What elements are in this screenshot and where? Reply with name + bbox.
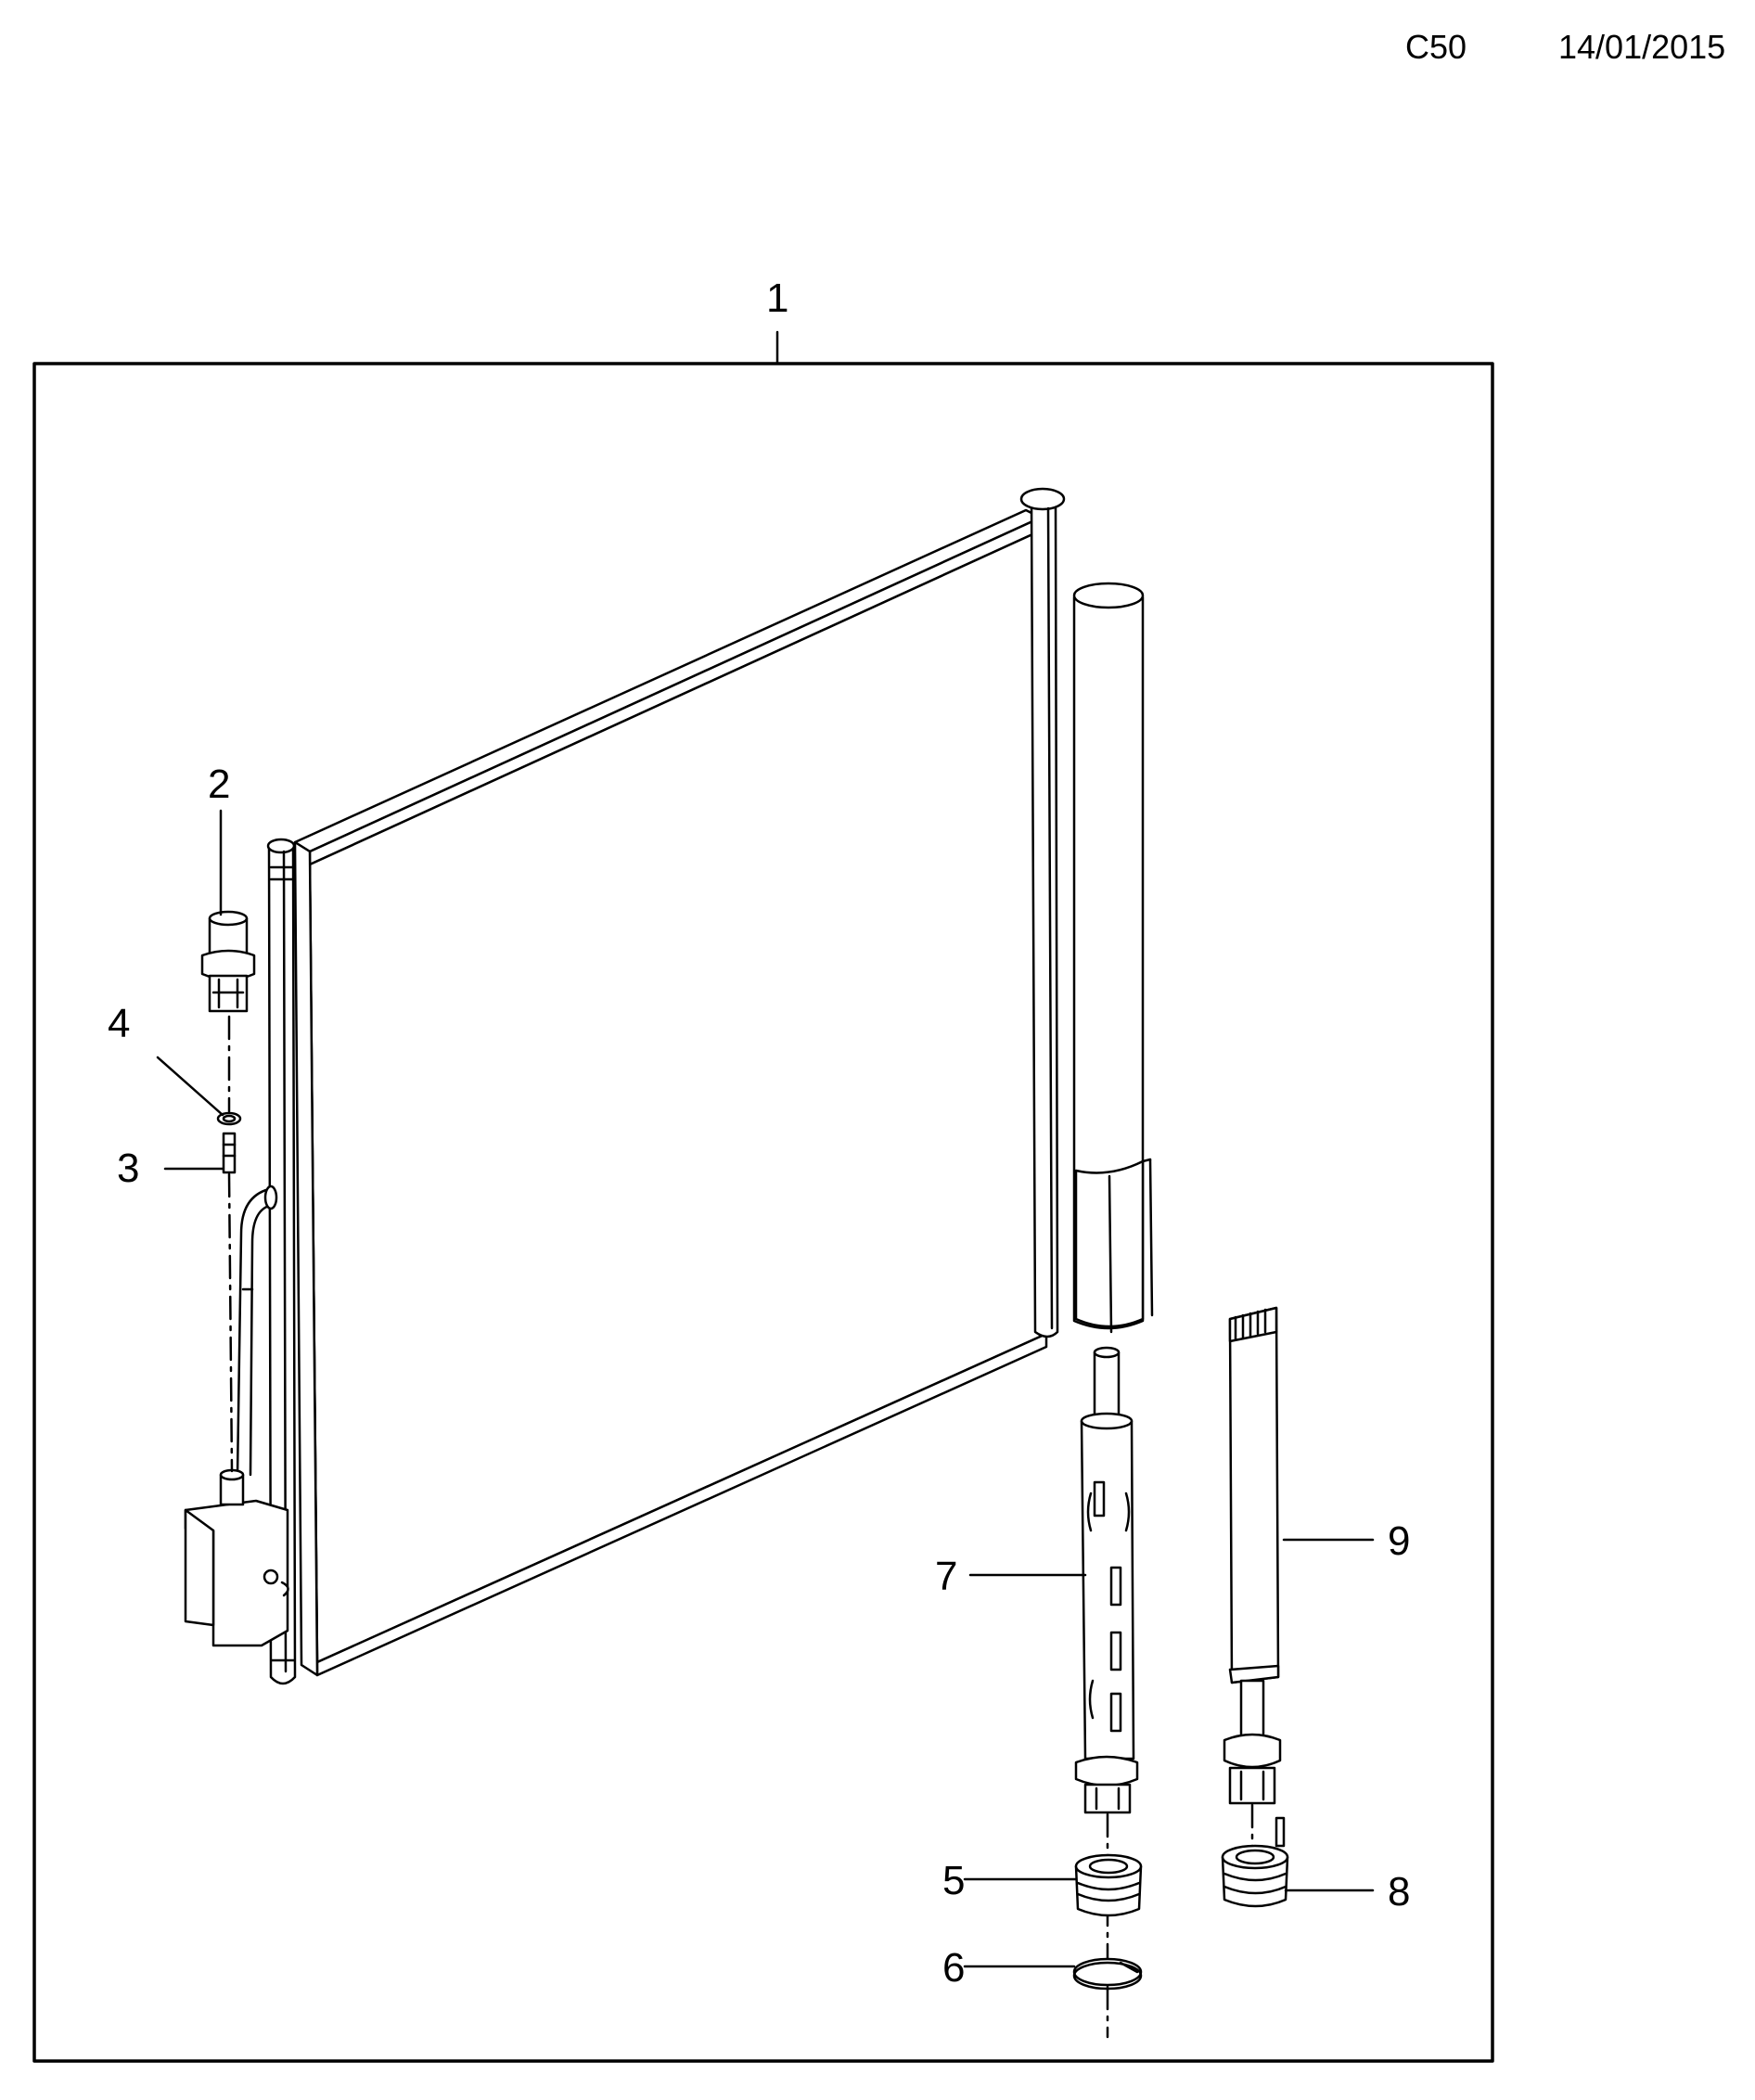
condenser-core — [293, 508, 1048, 1677]
condenser-mounting-bracket — [184, 1468, 289, 1647]
pressure-switch — [200, 910, 256, 1013]
callout-7: 7 — [935, 1554, 957, 1599]
threaded-plug-8 — [1221, 1816, 1289, 1908]
callout-4: 4 — [108, 1001, 130, 1046]
filter-stem-8 — [1223, 1679, 1282, 1805]
desiccant-filter-cartridge — [1074, 1346, 1139, 1814]
callout-6: 6 — [942, 1945, 965, 1991]
retaining-clip-6 — [1072, 1957, 1143, 1991]
assembly-frame — [32, 362, 1494, 2063]
condenser-right-header-tank — [1019, 487, 1066, 1338]
threaded-plug-5 — [1074, 1853, 1143, 1917]
diagram-date: 14/01/2015 — [1558, 28, 1726, 66]
o-ring-seal — [216, 1111, 242, 1126]
receiver-dryer-bottle — [1072, 582, 1154, 1334]
callout-5: 5 — [942, 1858, 965, 1903]
exploded-axis-left — [227, 1015, 234, 1473]
callout-2: 2 — [208, 762, 230, 807]
callout-9: 9 — [1388, 1518, 1410, 1564]
refrigerant-pipe — [236, 1184, 278, 1477]
diagram-code: C50 — [1405, 28, 1467, 66]
desiccant-bag — [1228, 1306, 1280, 1684]
valve-core — [222, 1132, 237, 1174]
callout-1: 1 — [766, 275, 788, 321]
leader-lines — [156, 330, 1375, 1968]
callout-3: 3 — [117, 1146, 139, 1191]
callout-8: 8 — [1388, 1869, 1410, 1914]
